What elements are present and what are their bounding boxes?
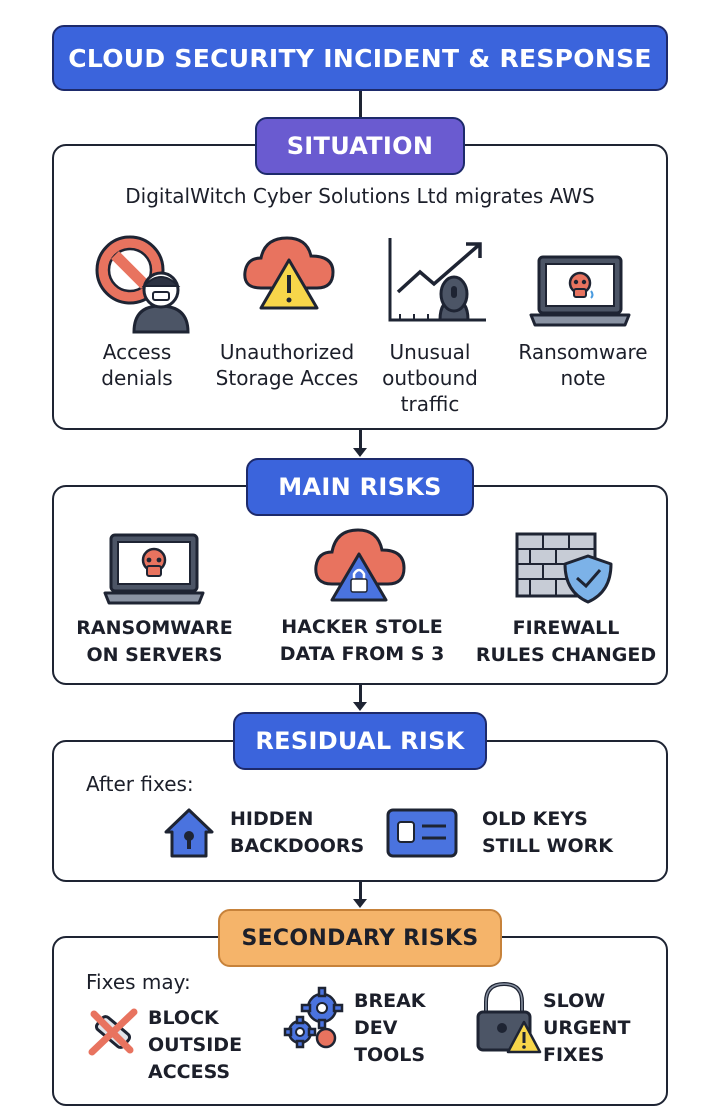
gears-icon (283, 986, 344, 1049)
cloud-lock-icon (314, 528, 406, 602)
no-entry-user-icon (95, 235, 190, 334)
traffic-chart-icon (388, 238, 486, 322)
lock-warning-icon (476, 981, 542, 1054)
residual-risk-intro: After fixes: (86, 772, 194, 796)
situation-heading: SITUATION (255, 117, 465, 175)
main-risks-heading: MAIN RISKS (246, 458, 474, 516)
ransomware-laptop-icon (529, 255, 631, 327)
connector-title-situation (359, 90, 362, 118)
secondary-risks-intro: Fixes may: (86, 970, 191, 994)
blocked-plug-icon (88, 1008, 138, 1056)
cloud-warning-icon (243, 236, 335, 310)
skull-laptop-icon (103, 533, 205, 605)
secondary-risks-heading: SECONDARY RISKS (218, 909, 502, 967)
arrow-to-residual-risk (353, 702, 367, 711)
connector-risks-residual (359, 684, 362, 704)
residual-risk-heading: RESIDUAL RISK (233, 712, 487, 770)
id-card-icon (386, 808, 458, 858)
connector-situation-risks (359, 428, 362, 450)
connector-residual-secondary (359, 881, 362, 901)
arrow-to-main-risks (353, 448, 367, 457)
firewall-shield-icon (515, 532, 613, 604)
page-title: CLOUD SECURITY INCIDENT & RESPONSE (52, 25, 668, 91)
situation-description: DigitalWitch Cyber Solutions Ltd migrate… (125, 184, 595, 208)
house-lock-icon (164, 808, 214, 858)
arrow-to-secondary-risks (353, 899, 367, 908)
